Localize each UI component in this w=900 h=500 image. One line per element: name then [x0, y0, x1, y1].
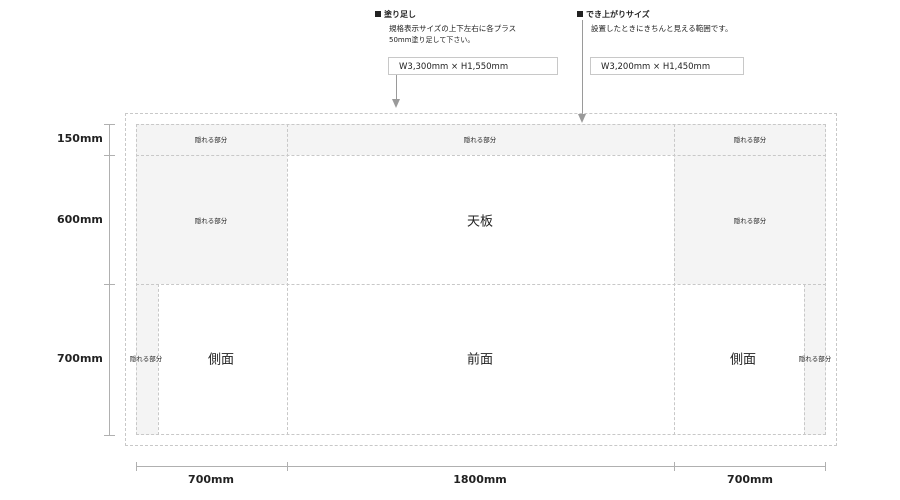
- top-board-panel: [287, 155, 674, 284]
- dimension-tick: [104, 435, 115, 436]
- bleed-line2: 50mm塗り足して下さい。: [389, 36, 475, 44]
- width-dimension: 1800mm: [453, 473, 507, 486]
- hidden-label: 隠れる部分: [463, 136, 497, 144]
- hidden-label: 隠れる部分: [129, 355, 163, 363]
- hidden-area-side-left: [136, 284, 158, 435]
- front-label: 前面: [466, 352, 494, 368]
- hidden-area-mid-right: [674, 155, 826, 284]
- bleed-outline: [125, 113, 837, 446]
- dimension-tick: [104, 124, 115, 125]
- finished-line1: 設置したときにきちんと見える範囲です。: [591, 24, 733, 33]
- hidden-label: 隠れる部分: [194, 136, 228, 144]
- dimension-tick: [136, 462, 137, 471]
- height-dimension: 700mm: [57, 352, 103, 365]
- height-dimension: 150mm: [57, 132, 103, 145]
- dimension-tick: [104, 284, 115, 285]
- dimension-tick: [104, 155, 115, 156]
- square-bullet-icon: [577, 11, 583, 17]
- dimension-tick: [287, 462, 288, 471]
- finished-arrow-icon: [578, 114, 586, 123]
- left-side-label: 側面: [207, 352, 235, 368]
- guide-line: [287, 124, 288, 435]
- right-side-label: 側面: [729, 352, 757, 368]
- guide-line: [674, 124, 675, 435]
- bleed-line1: 規格表示サイズの上下左右に各プラス: [389, 24, 517, 33]
- height-dimension: 600mm: [57, 213, 103, 226]
- hidden-label: 隠れる部分: [733, 136, 767, 144]
- square-bullet-icon: [375, 11, 381, 17]
- hidden-area-top-right: [674, 124, 826, 155]
- bleed-arrow-icon: [392, 99, 400, 108]
- dimension-line-vertical: [109, 124, 110, 435]
- hidden-label: 隠れる部分: [194, 217, 228, 225]
- hidden-area-side-right: [804, 284, 826, 435]
- width-dimension: 700mm: [727, 473, 773, 486]
- guide-line: [136, 155, 826, 156]
- dimension-line-horizontal: [136, 466, 826, 467]
- finished-title: でき上がりサイズ: [586, 10, 650, 19]
- hidden-area-top-left: [136, 124, 287, 155]
- top-board-label: 天板: [466, 214, 494, 230]
- hidden-area-mid-left: [136, 155, 287, 284]
- hidden-area-top-center: [287, 124, 674, 155]
- dimension-tick: [674, 462, 675, 471]
- finished-note: でき上がりサイズ 設置したときにきちんと見える範囲です。: [577, 9, 733, 34]
- bleed-title: 塗り足し: [384, 10, 416, 19]
- guide-line: [158, 284, 159, 435]
- finished-outline: [136, 124, 826, 435]
- guide-line: [804, 284, 805, 435]
- hidden-label: 隠れる部分: [733, 217, 767, 225]
- bleed-size-box: W3,300mm × H1,550mm: [388, 57, 558, 75]
- finished-size-box: W3,200mm × H1,450mm: [590, 57, 744, 75]
- bleed-note: 塗り足し 規格表示サイズの上下左右に各プラス 50mm塗り足して下さい。: [375, 9, 516, 45]
- width-dimension: 700mm: [188, 473, 234, 486]
- dimension-tick: [825, 462, 826, 471]
- guide-line: [136, 284, 826, 285]
- finished-arrow-line: [582, 20, 583, 115]
- bleed-arrow-line: [396, 75, 397, 100]
- hidden-label: 隠れる部分: [798, 355, 832, 363]
